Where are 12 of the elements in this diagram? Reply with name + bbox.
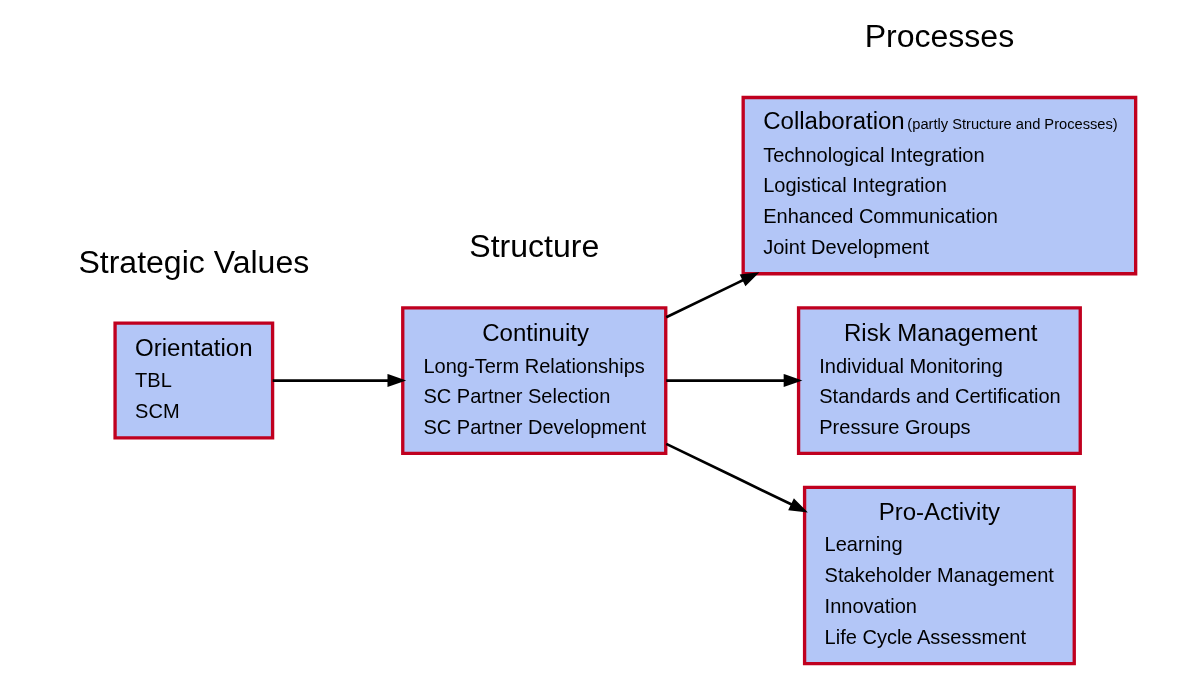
label: Processes: [864, 18, 1015, 55]
node-box: Pro-Activity Learning Stakeholder Management Innovation Life Cycle Assessment: [802, 485, 1076, 666]
arrow: [665, 442, 808, 513]
label: Strategic Values: [78, 243, 310, 280]
arrow: [666, 374, 803, 388]
label: Structure: [469, 227, 600, 264]
arrow: [272, 374, 407, 388]
arrow: [665, 272, 760, 319]
node-box: Risk Management Individual Monitoring Standards and Certification Pressure Groups: [796, 306, 1082, 455]
node-box: Continuity Long-Term Relationships SC Partner Selection SC Partner Development: [401, 306, 668, 455]
node-box: Orientation TBL SCM: [113, 321, 275, 440]
node-box: Collaboration(partly Structure and Processes) Technological Integration Logistical Integration Enhanced Communication Joint Development: [741, 95, 1138, 276]
